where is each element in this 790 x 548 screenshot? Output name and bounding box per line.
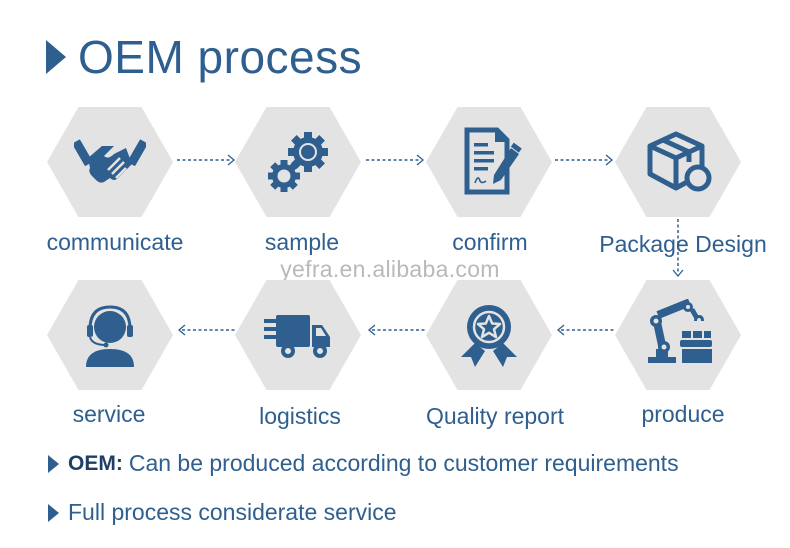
- arrow-quality-report-to-logistics: [367, 324, 426, 336]
- title-text: OEM process: [78, 31, 363, 83]
- step-label-quality-report: Quality report: [425, 403, 565, 429]
- step-produce-hex: [615, 280, 741, 390]
- step-label-communicate: communicate: [46, 229, 184, 255]
- step-label-confirm: confirm: [452, 229, 528, 255]
- step-confirm-hex: [426, 107, 552, 217]
- step-sample-hex: [235, 107, 361, 217]
- page-title: OEM process: [46, 30, 362, 84]
- step-label-service: service: [72, 401, 146, 427]
- arrow-package-design-to-produce: [672, 219, 684, 278]
- arrow-produce-to-quality-report: [556, 324, 615, 336]
- note-text: Full process considerate service: [68, 499, 397, 525]
- step-label-package-design: Package Design: [599, 231, 767, 257]
- arrow-logistics-to-service: [177, 324, 236, 336]
- package-box-icon: [647, 131, 712, 192]
- step-label-produce: produce: [641, 401, 725, 427]
- watermark-text: yefra.en.alibaba.com: [280, 256, 500, 282]
- step-label-sample: sample: [264, 229, 340, 255]
- step-quality-report-hex: [426, 280, 552, 390]
- handshake-icon: [74, 139, 146, 183]
- arrow-communicate-to-sample: [177, 154, 236, 166]
- step-service-hex: [47, 280, 173, 390]
- step-logistics-hex: [235, 280, 361, 390]
- arrow-confirm-to-package-design: [555, 154, 614, 166]
- robot-arm-icon: [648, 299, 712, 363]
- title-triangle-icon: [46, 40, 66, 74]
- step-label-logistics: logistics: [259, 403, 341, 429]
- note-text: Can be produced according to customer re…: [128, 450, 679, 476]
- bullet-triangle-icon: [48, 454, 59, 473]
- gears-icon: [268, 132, 328, 192]
- note-oem: OEM: Can be produced according to custom…: [48, 450, 679, 477]
- bullet-triangle-icon: [48, 503, 59, 522]
- contract-sign-icon: [464, 127, 522, 195]
- note-prefix: OEM:: [68, 451, 123, 475]
- award-badge-icon: [461, 305, 517, 367]
- step-package-design-hex: [615, 107, 741, 217]
- delivery-truck-icon: [264, 315, 330, 358]
- note-full-process: Full process considerate service: [48, 499, 397, 526]
- arrow-sample-to-confirm: [366, 154, 425, 166]
- step-communicate-hex: [47, 107, 173, 217]
- headset-agent-icon: [86, 305, 134, 367]
